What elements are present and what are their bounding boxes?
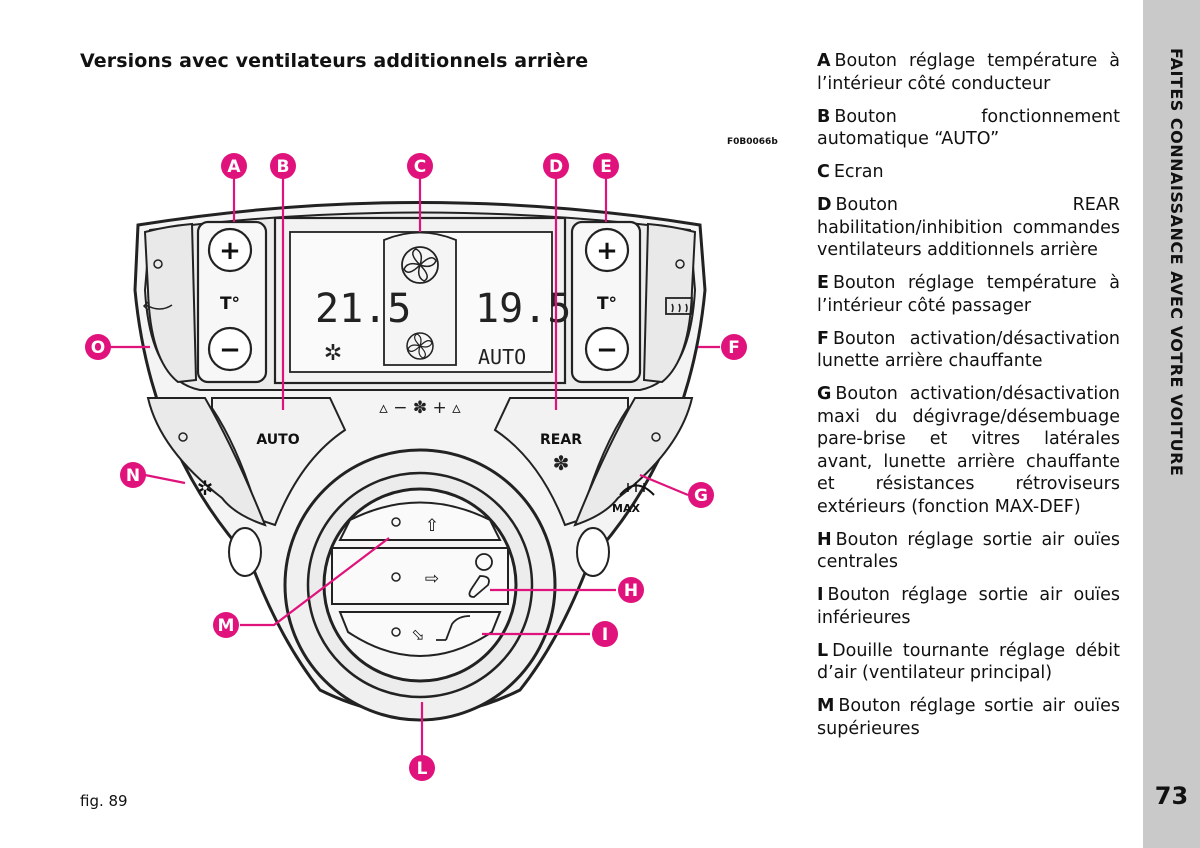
- callout-e: E: [593, 153, 619, 179]
- svg-text:M: M: [218, 616, 235, 636]
- figure-code: F0B0066b: [727, 137, 778, 147]
- temp-plus-left-button[interactable]: [207, 227, 253, 273]
- lcd-fan-icon-bottom: [406, 332, 434, 360]
- vent-button-m-upper[interactable]: ⇧: [338, 501, 502, 541]
- callout-b: B: [270, 153, 296, 179]
- lcd-fan-icon-top: [401, 246, 439, 284]
- svg-text:O: O: [91, 338, 105, 358]
- lcd-mode-text: AUTO: [478, 345, 526, 369]
- callout-m: M: [213, 612, 239, 638]
- left-grip: [228, 527, 262, 577]
- rear-button[interactable]: [493, 397, 629, 527]
- svg-text:E: E: [600, 157, 612, 177]
- svg-text:I: I: [602, 625, 608, 645]
- temp-left-symbol: T°: [220, 294, 240, 314]
- svg-text:N: N: [126, 466, 140, 486]
- chapter-title: FAITES CONNAISSANCE AVEC VOTRE VOITURE: [1167, 48, 1186, 477]
- rear-defrost-icon: [665, 297, 693, 315]
- callout-n: N: [120, 462, 146, 488]
- minus-left-glyph: −: [219, 335, 241, 365]
- max-label: MAX: [612, 502, 640, 515]
- section-title: Versions avec ventilateurs additionnels …: [80, 50, 589, 72]
- button-f-rear-defrost[interactable]: [642, 222, 697, 384]
- temp-plus-right-button[interactable]: [584, 227, 630, 273]
- right-grip: [576, 527, 610, 577]
- page-number: 73: [1154, 782, 1189, 810]
- auto-button-label: AUTO: [256, 432, 299, 448]
- rear-button-label: REAR: [540, 432, 582, 448]
- callout-a: A: [221, 153, 247, 179]
- button-n-ac-compressor[interactable]: [146, 397, 267, 527]
- callout-i: I: [592, 621, 618, 647]
- lcd-ac-snowflake-icon: ✲: [324, 340, 342, 365]
- fan-speed-scale: ▵ − ✽ + ▵: [379, 398, 461, 418]
- callout-c: C: [407, 153, 433, 179]
- arrow-right-icon: ⇨: [425, 569, 439, 588]
- svg-text:D: D: [549, 157, 563, 177]
- arrow-up-icon: ⇧: [425, 516, 439, 535]
- callout-d: D: [543, 153, 569, 179]
- vent-button-h-central[interactable]: ⇨: [331, 547, 509, 605]
- climate-control-diagram: + T° − + T° − 21.5 19.5 AUTO ✲ AUTO REAR…: [85, 153, 747, 781]
- chapter-sidebar: [1143, 0, 1200, 848]
- svg-text:G: G: [694, 486, 708, 506]
- lcd-temp-left: 21.5: [315, 286, 411, 332]
- person-head-icon: [475, 553, 493, 571]
- vent-button-i-lower[interactable]: ⬂: [338, 611, 502, 657]
- svg-text:C: C: [414, 157, 426, 177]
- plus-left-glyph: +: [219, 236, 241, 266]
- temp-minus-left-button[interactable]: [207, 326, 253, 372]
- rear-fan-icon: ✽: [553, 453, 570, 475]
- figure-caption: fig. 89: [80, 792, 128, 810]
- svg-text:F: F: [728, 338, 740, 358]
- temp-right-symbol: T°: [597, 294, 617, 314]
- callout-g: G: [688, 482, 714, 508]
- plus-right-glyph: +: [596, 236, 618, 266]
- svg-text:L: L: [417, 759, 428, 779]
- ac-snowflake-icon: ✲: [197, 478, 214, 500]
- svg-text:H: H: [624, 581, 638, 601]
- callout-f: F: [721, 334, 747, 360]
- svg-text:A: A: [227, 157, 241, 177]
- arrow-down-left-icon: ⬂: [411, 627, 424, 644]
- button-o-recirculation[interactable]: [143, 222, 198, 384]
- svg-text:B: B: [277, 157, 290, 177]
- button-g-max-def[interactable]: [573, 397, 694, 527]
- callout-h: H: [618, 577, 644, 603]
- temp-minus-right-button[interactable]: [584, 326, 630, 372]
- auto-button[interactable]: [211, 397, 347, 527]
- callout-l: L: [409, 755, 435, 781]
- minus-right-glyph: −: [596, 335, 618, 365]
- callout-o: O: [85, 334, 111, 360]
